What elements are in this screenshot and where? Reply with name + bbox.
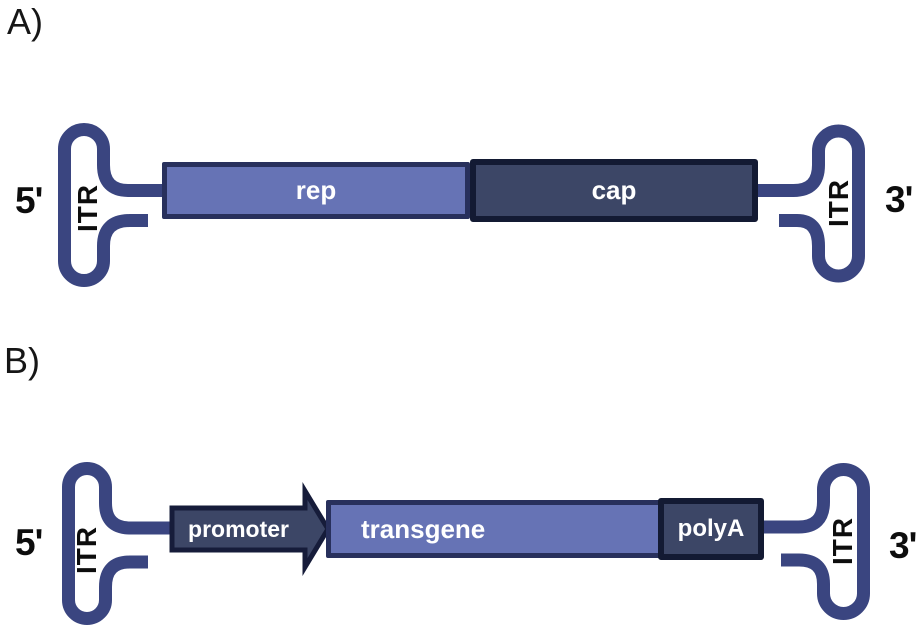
promoter-label: promoter [188, 515, 289, 542]
itr-hairpin-a-right [755, 124, 865, 283]
polya-box: polyA [658, 498, 764, 560]
promoter-arrow [169, 482, 331, 576]
itr-hairpin-a-left [58, 123, 166, 287]
three-prime-label-a: 3' [885, 179, 913, 220]
cap-gene-box: cap [470, 159, 758, 222]
cap-gene-label: cap [591, 175, 637, 205]
rep-gene-box: rep [162, 162, 470, 219]
itr-label-b-right: ITR [827, 516, 858, 566]
transgene-label: transgene [361, 513, 486, 544]
rep-gene-label: rep [295, 175, 337, 205]
panel-b-label: B) [4, 340, 40, 381]
transgene-box: transgene [326, 500, 672, 558]
itr-label-a-right: ITR [823, 178, 854, 228]
panel-a-label: A) [7, 1, 43, 42]
itr-label-b-left: ITR [71, 525, 102, 575]
polya-label: polyA [677, 515, 745, 542]
itr-hairpin-b-left [62, 462, 174, 625]
five-prime-label-b: 5' [15, 522, 43, 563]
five-prime-label-a: 5' [15, 180, 43, 221]
itr-label-a-left: ITR [72, 183, 103, 233]
three-prime-label-b: 3' [889, 525, 917, 566]
itr-hairpin-b-right [761, 463, 870, 620]
